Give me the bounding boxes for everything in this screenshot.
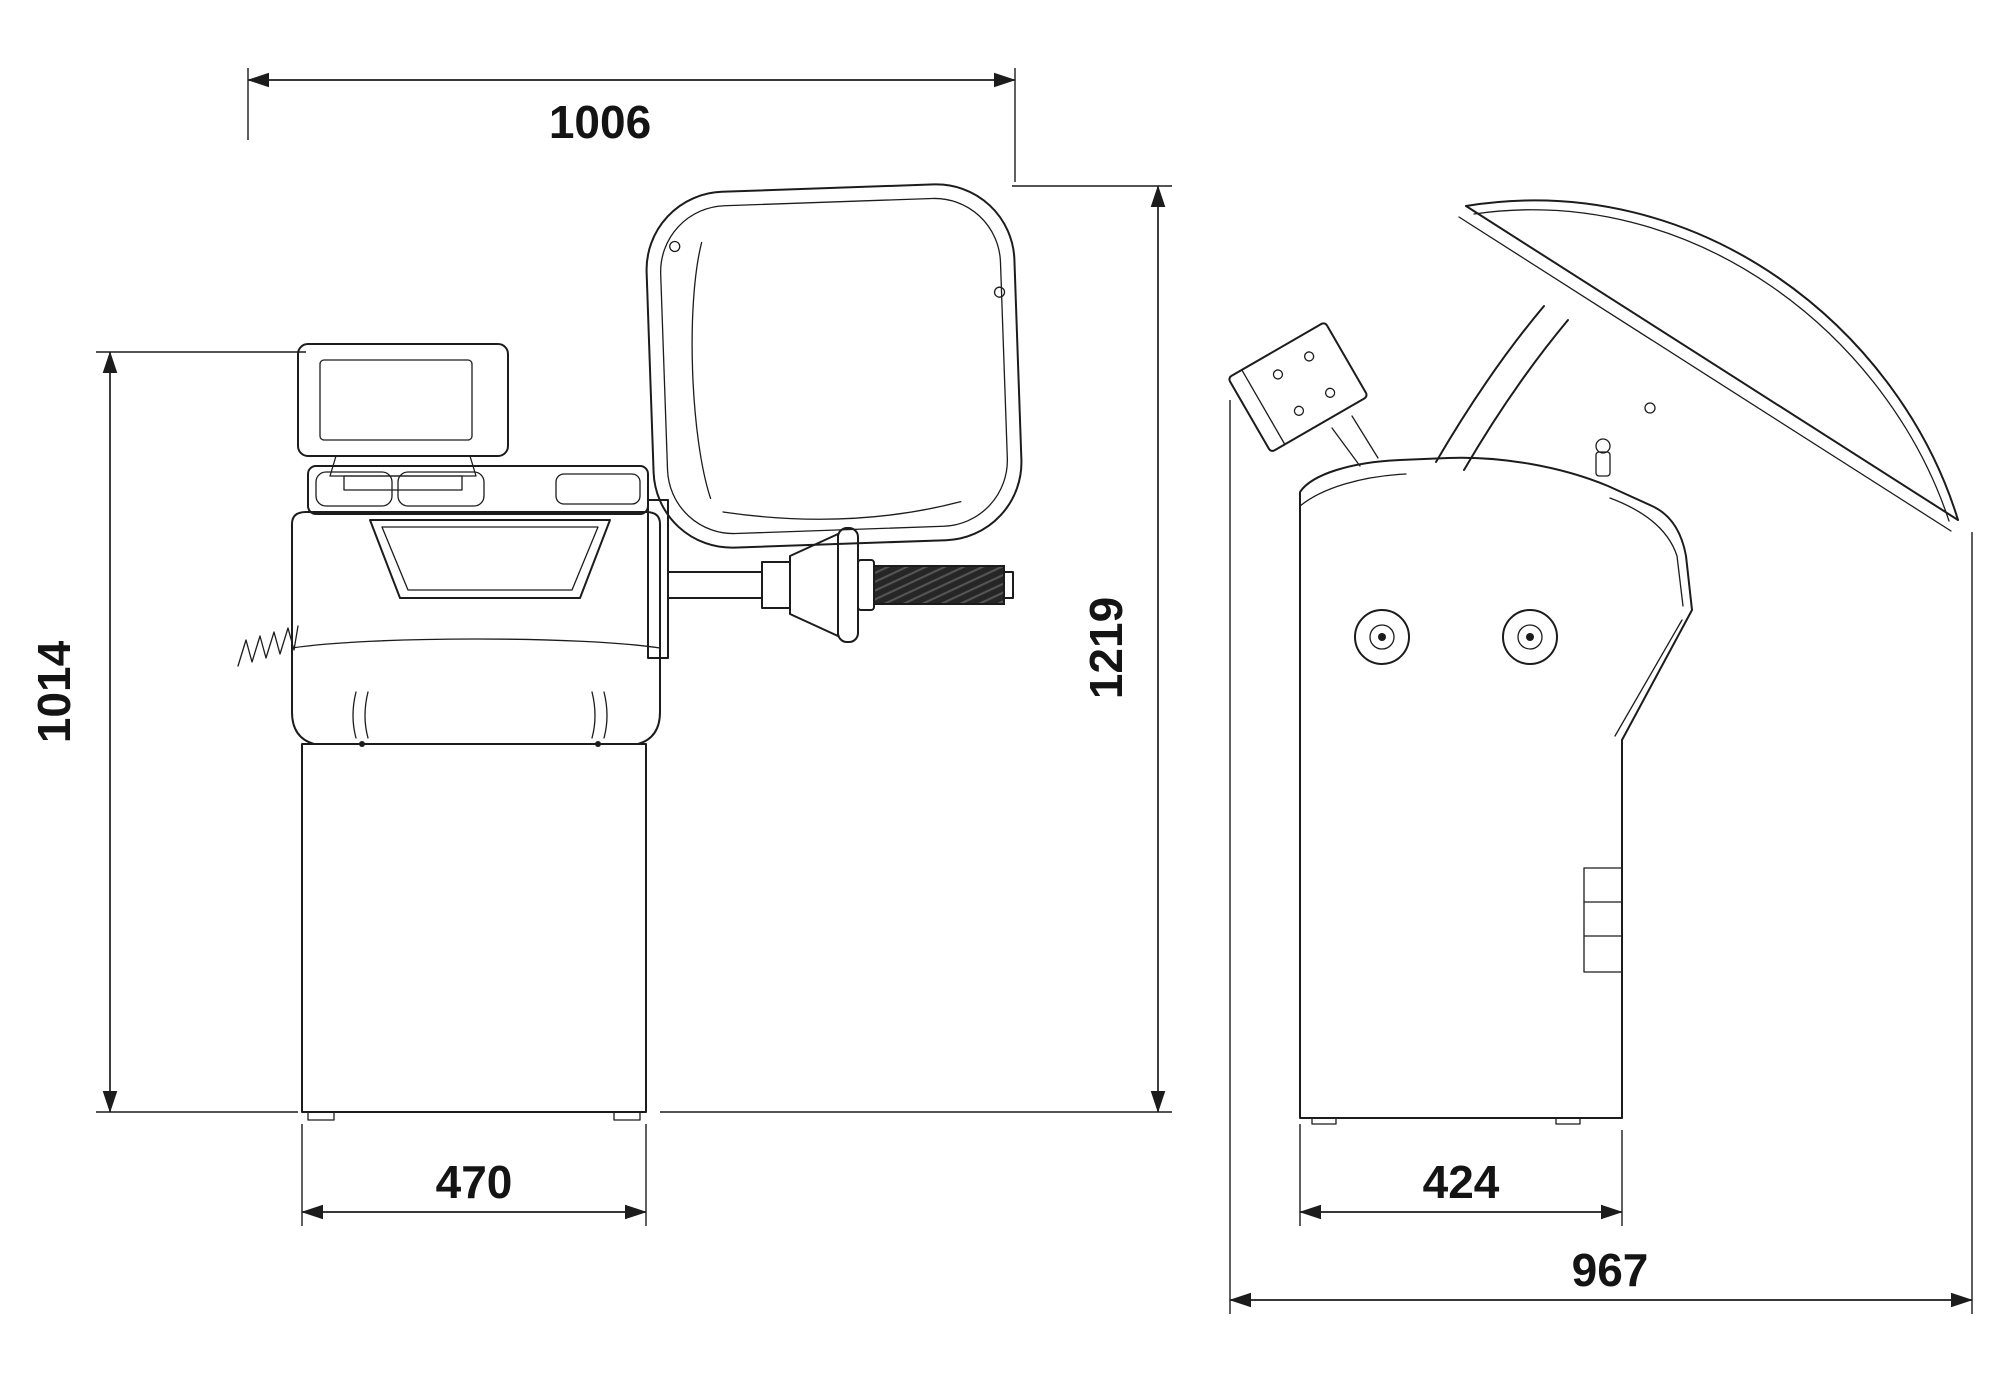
hood-rim-edge-a — [1465, 205, 1959, 521]
dim-label-base-width: 470 — [436, 1156, 513, 1208]
side-view — [1228, 199, 1959, 1125]
pedestal-foot-left — [307, 1111, 335, 1121]
display-monitor — [297, 343, 509, 491]
guard-arm-back-edge — [1463, 319, 1569, 471]
dimension-overall-height: 1219 — [660, 185, 1172, 1113]
wheel-guard-outer — [645, 183, 1023, 549]
body-slot-left-a — [352, 691, 357, 739]
knob-1-inner — [1369, 624, 1395, 650]
wheel-guard-left-curve — [691, 241, 712, 500]
body-slot-right-b — [603, 691, 608, 739]
lever-stem — [1595, 451, 1611, 477]
spindle-assembly — [647, 499, 1014, 659]
monitor-screen — [319, 359, 473, 441]
wheel-guard-bottom-curve — [722, 501, 962, 520]
knob-2-inner — [1517, 624, 1543, 650]
monitor-stand-base — [343, 475, 463, 491]
flange-disc — [837, 527, 859, 643]
tray-outer — [307, 465, 649, 515]
hood-rim-edge-b — [1458, 216, 1952, 532]
cabinet-top-inner-left — [1299, 473, 1407, 507]
guard-arm — [1435, 305, 1569, 471]
centering-cone — [789, 533, 839, 637]
guard-hinge-screw-right — [993, 286, 1006, 298]
dim-label-overall-height: 1219 — [1080, 597, 1132, 699]
cabinet-foot-left — [1311, 1117, 1337, 1125]
tray-bin-2 — [397, 471, 485, 507]
hood-bolt — [1644, 402, 1656, 414]
panel-back — [1228, 322, 1368, 452]
dim-label-overall-width: 1006 — [549, 96, 651, 148]
cabinet-knob-1 — [1354, 609, 1410, 665]
dim-label-body-height: 1014 — [28, 640, 80, 743]
dim-label-cabinet-depth: 424 — [1423, 1156, 1500, 1208]
dimension-cabinet-depth: 424 — [1299, 1124, 1623, 1226]
weight-tray-shelf — [307, 465, 649, 515]
panel-hole-3 — [1303, 351, 1315, 362]
knob-2-center — [1526, 633, 1534, 641]
spindle-collar — [761, 561, 791, 609]
dimension-overall-depth: 967 — [1229, 400, 1973, 1314]
cabinet-knob-2 — [1502, 609, 1558, 665]
cabinet-foot-right — [1555, 1117, 1581, 1125]
dimension-base-width: 470 — [301, 1124, 647, 1226]
guard-arm-front-edge — [1435, 305, 1545, 463]
dim-label-overall-depth: 967 — [1572, 1244, 1649, 1296]
monitor-frame — [297, 343, 509, 457]
wheel-guard-inner — [659, 197, 1009, 535]
panel-edge — [1241, 369, 1286, 446]
cabinet-front-slant-inner — [1614, 619, 1683, 737]
body-outline — [291, 511, 661, 745]
hub-nut — [857, 559, 875, 611]
hood-outer-arc — [1465, 199, 1959, 521]
dimension-body-height: 1014 — [28, 351, 306, 1113]
threaded-shaft — [873, 565, 1005, 605]
spindle-mount-plate — [647, 499, 669, 659]
coiled-cable-spring — [237, 625, 299, 667]
panel-hole-4 — [1324, 387, 1336, 398]
tray-bin-3 — [555, 473, 641, 505]
guard-hinge-screw-left — [669, 240, 681, 253]
dimension-overall-width: 1006 — [247, 68, 1016, 182]
lever-knob — [1595, 438, 1611, 454]
cabinet-outline — [1299, 456, 1693, 1119]
release-lever — [1595, 438, 1611, 477]
tray-bin-1 — [315, 471, 393, 507]
pedestal-front — [301, 743, 647, 1121]
body-slot-left-b — [364, 691, 369, 739]
weight-recess-inner — [381, 526, 599, 591]
front-view — [237, 183, 1023, 1121]
wheel-guard-side — [1458, 199, 1959, 532]
body-slot-right-a — [591, 691, 596, 739]
panel-hole-1 — [1272, 369, 1284, 380]
weight-recess-outer — [369, 519, 611, 599]
cabinet-side — [1299, 456, 1693, 1125]
knob-1-outer — [1354, 609, 1410, 665]
panel-bracket-a — [1331, 427, 1361, 467]
wheel-guard-front — [645, 183, 1023, 549]
pedestal-foot-right — [613, 1111, 641, 1121]
shaft-tip — [1003, 571, 1014, 599]
pedestal-outline — [301, 743, 647, 1113]
cabinet-top-inner-right — [1609, 497, 1684, 607]
panel-bracket-b — [1351, 415, 1379, 459]
display-panel-side — [1228, 322, 1368, 452]
knob-1-center — [1378, 633, 1386, 641]
side-access-panel — [1583, 867, 1623, 973]
machine-body-front — [237, 511, 661, 747]
hood-inner-arc — [1473, 209, 1950, 522]
panel-hole-2 — [1293, 405, 1305, 416]
knob-2-outer — [1502, 609, 1558, 665]
body-seam — [291, 638, 661, 649]
spindle-tube — [667, 571, 763, 599]
